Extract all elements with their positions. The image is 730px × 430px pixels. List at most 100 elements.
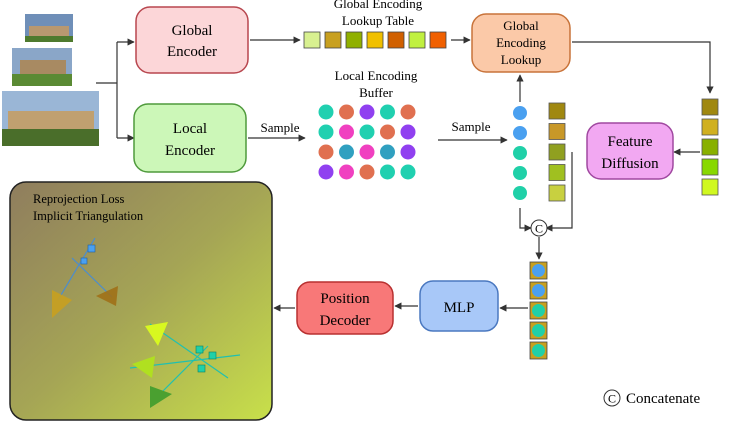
buffer-dot — [380, 104, 395, 120]
svg-text:Global: Global — [172, 23, 213, 39]
buffer-title-line2: Buffer — [359, 85, 393, 100]
table-cell — [429, 31, 447, 49]
position-decoder: Position Decoder — [296, 281, 394, 335]
sampled-dot — [513, 166, 527, 180]
buffer-dot — [318, 144, 334, 160]
svg-text:Decoder: Decoder — [320, 313, 371, 329]
panel-title-line2: Implicit Triangulation — [33, 209, 144, 223]
global-table-title-line2: Lookup Table — [342, 13, 414, 28]
point-marker — [195, 345, 204, 354]
buffer-dot — [380, 144, 395, 160]
arrow-lookup-to-diffusion-input — [572, 41, 714, 94]
diffused-cell — [701, 98, 719, 116]
buffer-dot — [339, 104, 354, 120]
buffer-dot — [318, 164, 334, 180]
legend-concatenate-label: Concatenate — [626, 391, 700, 407]
buffer-dot — [359, 104, 375, 120]
point-marker — [197, 364, 206, 373]
buffer-dot — [359, 124, 375, 140]
buffer-dot — [339, 144, 354, 160]
concatenate-legend: C Concatenate — [603, 389, 700, 407]
concatenate-symbol: C — [530, 219, 548, 237]
lookup-cell — [548, 164, 566, 181]
table-cell — [408, 31, 426, 49]
buffer-dot — [359, 164, 375, 180]
buffer-dot — [400, 124, 416, 140]
camera-frustum — [132, 356, 155, 378]
svg-text:Encoder: Encoder — [167, 44, 217, 60]
reprojection-panel: Reprojection Loss Implicit Triangulation — [9, 181, 273, 421]
buffer-dot — [380, 124, 395, 140]
camera-frustum — [52, 290, 72, 318]
looked-up-global-encodings — [548, 102, 566, 202]
mlp: MLP — [419, 280, 499, 332]
lookup-cell — [548, 143, 566, 161]
svg-text:Lookup: Lookup — [501, 52, 541, 67]
college-photo-3 — [2, 91, 99, 146]
sampled-dot — [513, 146, 527, 160]
buffer-dot — [339, 124, 354, 140]
concat-cell-dot — [532, 344, 545, 357]
college-photo-2 — [12, 48, 72, 86]
table-cell — [324, 31, 342, 49]
panel-title-line1: Reprojection Loss — [33, 192, 124, 206]
input-images — [2, 14, 99, 146]
svg-text:Diffusion: Diffusion — [601, 156, 659, 172]
local-encoder: Local Encoder — [133, 103, 247, 173]
svg-text:C: C — [535, 222, 543, 236]
global-table-title-line1: Global Encoding — [334, 0, 423, 11]
lookup-cell — [548, 123, 566, 140]
sampled-dot — [513, 106, 527, 120]
local-encoding-buffer: Local Encoding Buffer — [318, 68, 418, 180]
concat-cell-dot — [532, 324, 545, 337]
svg-text:Global: Global — [503, 18, 539, 33]
camera-frustum — [145, 322, 168, 346]
concat-cell-dot — [532, 304, 545, 317]
diffusion-input-encodings — [701, 98, 719, 196]
buffer-dot — [380, 164, 395, 180]
sampled-encodings — [513, 106, 527, 200]
legend-concat-symbol: C — [608, 392, 616, 406]
sample-label-1: Sample — [261, 120, 300, 135]
concat-cell-dot — [532, 284, 545, 297]
table-cell — [345, 31, 363, 49]
table-cell — [303, 31, 321, 49]
college-photo-1 — [25, 14, 73, 42]
feature-diffusion: Feature Diffusion — [586, 122, 674, 180]
table-cell — [387, 31, 405, 49]
arrow-samples-to-concat — [519, 208, 532, 232]
lookup-cell — [548, 102, 566, 120]
buffer-dot — [339, 164, 354, 180]
buffer-dot — [359, 144, 375, 160]
sample-label-2: Sample — [452, 119, 491, 134]
svg-text:Local: Local — [173, 121, 207, 137]
arrow-diffusion-to-concat — [545, 152, 573, 232]
buffer-dot — [400, 144, 416, 160]
global-encoding-lookup: Global Encoding Lookup — [471, 13, 571, 73]
concatenated-encodings — [529, 261, 548, 360]
concat-cell-dot — [532, 264, 545, 277]
buffer-dot — [318, 104, 334, 120]
svg-text:MLP: MLP — [444, 300, 475, 316]
lookup-cell — [548, 184, 566, 202]
table-cell — [366, 31, 384, 49]
svg-text:Encoding: Encoding — [496, 35, 546, 50]
input-connectors — [96, 38, 135, 142]
global-encoding-table: Global Encoding Lookup Table — [303, 0, 447, 49]
point-marker — [80, 257, 88, 265]
sampled-dot — [513, 126, 527, 140]
global-encoder: Global Encoder — [135, 6, 249, 74]
buffer-dot — [318, 124, 334, 140]
camera-frustum — [150, 386, 172, 408]
buffer-dot — [400, 104, 416, 120]
sampled-dot — [513, 186, 527, 200]
point-marker — [208, 351, 217, 360]
buffer-title-line1: Local Encoding — [335, 68, 418, 83]
svg-text:Position: Position — [320, 291, 370, 307]
diffused-cell — [701, 158, 719, 176]
diffused-cell — [701, 178, 719, 196]
svg-text:Encoder: Encoder — [165, 143, 215, 159]
point-marker — [87, 244, 96, 253]
diffused-cell — [701, 118, 719, 136]
